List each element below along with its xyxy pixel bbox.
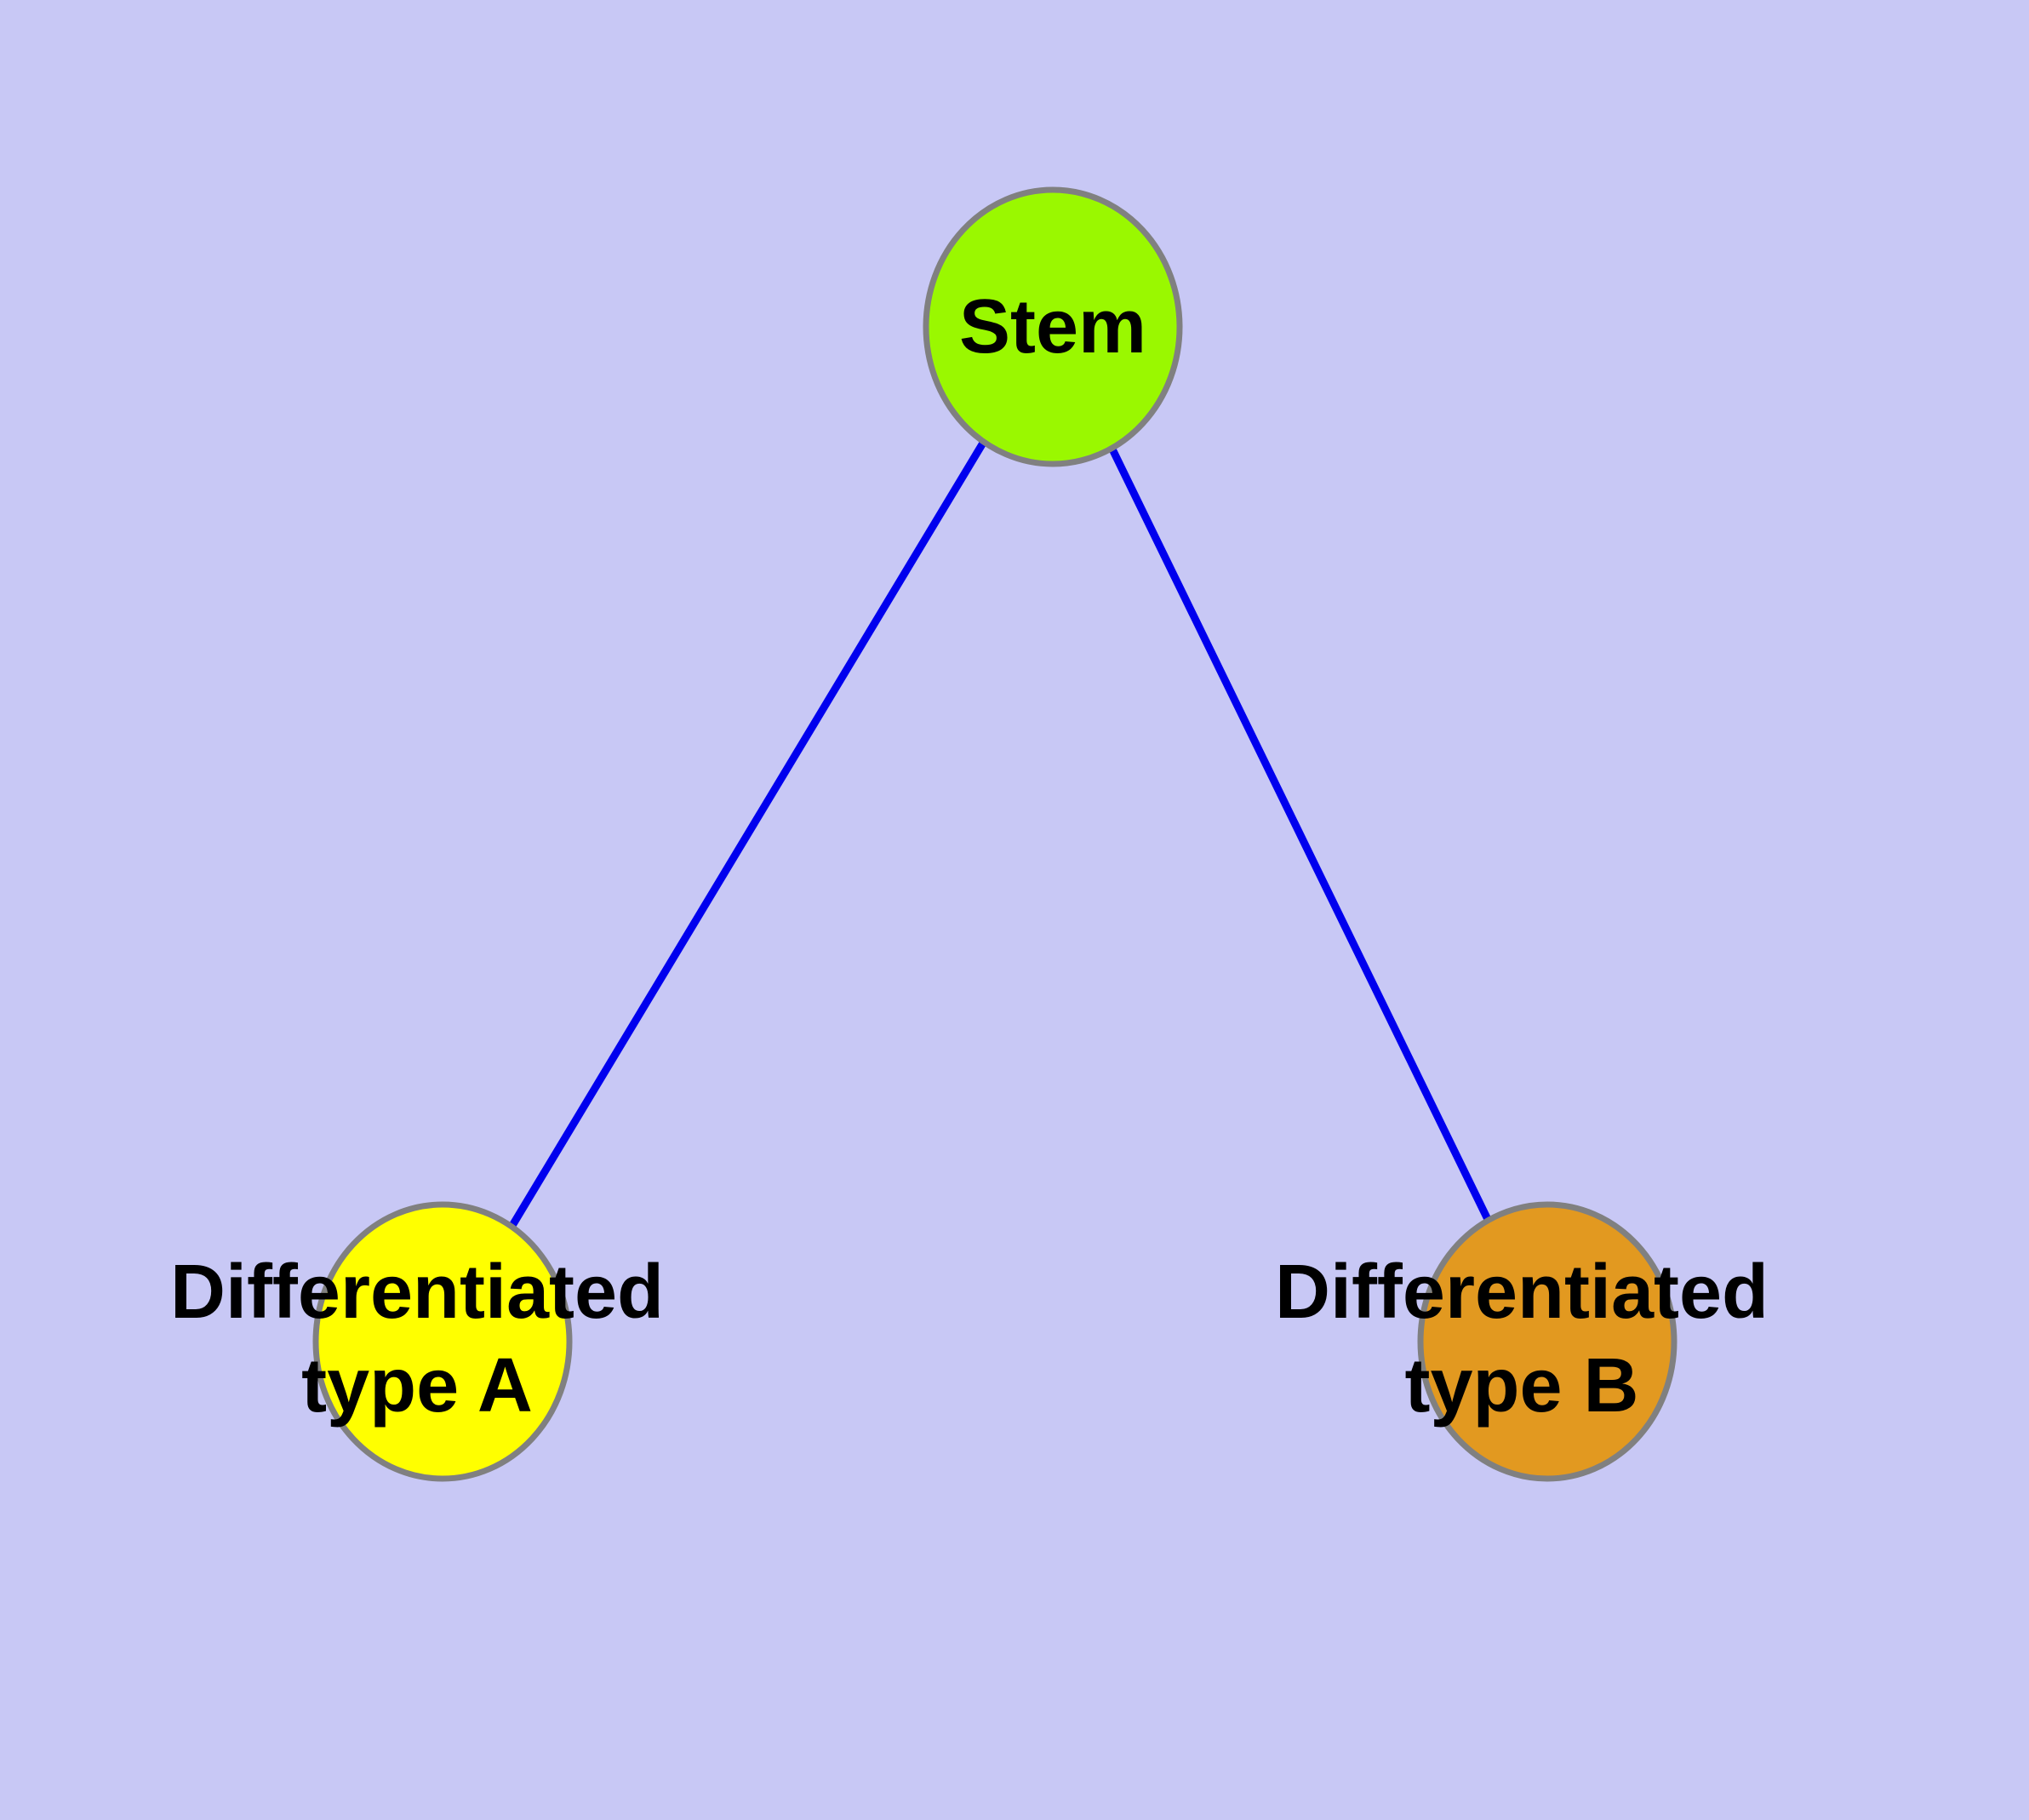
node-type-a [312,1201,573,1482]
node-type-b [1417,1201,1677,1482]
node-label-line: Differentiated [170,1250,664,1335]
node-label-line: type B [1404,1343,1638,1428]
node-label-stem: Stem [959,284,1146,369]
edge-stem-type-b [1049,325,1552,1343]
edges-layer [439,324,1552,1344]
nodes-layer [312,186,1677,1482]
node-label-line: Differentiated [1275,1250,1769,1335]
node-label-line: type A [301,1343,533,1428]
node-label-line: Stem [959,284,1146,369]
edge-stem-type-a [439,324,1056,1344]
node-stem [923,186,1183,467]
